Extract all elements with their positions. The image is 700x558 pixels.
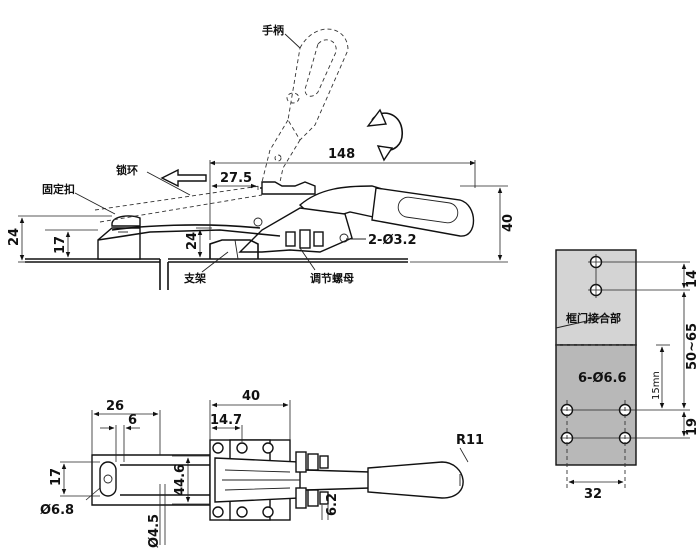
dim-6-2: 6.2 [325,493,340,516]
dim-27-5: 27.5 [220,171,252,186]
label-fixed-catch: 固定扣 [42,182,75,196]
dim-17-top: 17 [49,468,64,486]
dim-24-mid: 24 [185,232,200,250]
rotation-arrow-icon [366,108,403,162]
top-view: 40 26 6 14.7 17 44.6 Ø4.5 6.2 R11 Ø6.8 [40,389,484,548]
dim-148: 148 [328,147,355,162]
dim-15mn: 15mn [651,371,662,400]
dim-phi-4-5: Ø4.5 [147,514,162,548]
label-lock-ring: 锁环 [116,163,138,177]
dim-26: 26 [106,399,124,414]
open-handle-ghost [94,28,349,223]
dim-14-frame: 14 [685,270,700,288]
dim-40-side: 40 [501,214,516,232]
label-bracket: 支架 [183,271,206,285]
dim-holes-side: 2-Ø3.2 [368,233,417,248]
dim-50-65: 50~65 [685,323,700,370]
dim-32: 32 [584,487,602,502]
dim-19: 19 [685,418,700,436]
dim-17-side: 17 [53,236,68,254]
dim-44-6: 44.6 [173,464,188,496]
side-view: 手柄 锁环 固定扣 支架 调节螺母 148 27.5 40 24 17 24 2… [7,23,516,290]
frame-view: 框门接合部 14 50~65 15mn 6-Ø6.6 19 32 [555,249,700,502]
dim-6: 6 [128,413,137,428]
label-handle: 手柄 [262,23,284,37]
dim-14-7: 14.7 [210,413,242,428]
dim-holes-frame: 6-Ø6.6 [578,371,627,386]
label-frame-door-joint: 框门接合部 [566,311,621,325]
dim-24-left: 24 [7,228,22,246]
dim-r11: R11 [456,433,484,448]
motion-arrow-icon [160,168,207,188]
clamp-body [97,181,353,260]
label-adjust-nut: 调节螺母 [310,271,354,285]
dim-phi-6-8: Ø6.8 [40,503,74,518]
dim-40-top: 40 [242,389,260,404]
